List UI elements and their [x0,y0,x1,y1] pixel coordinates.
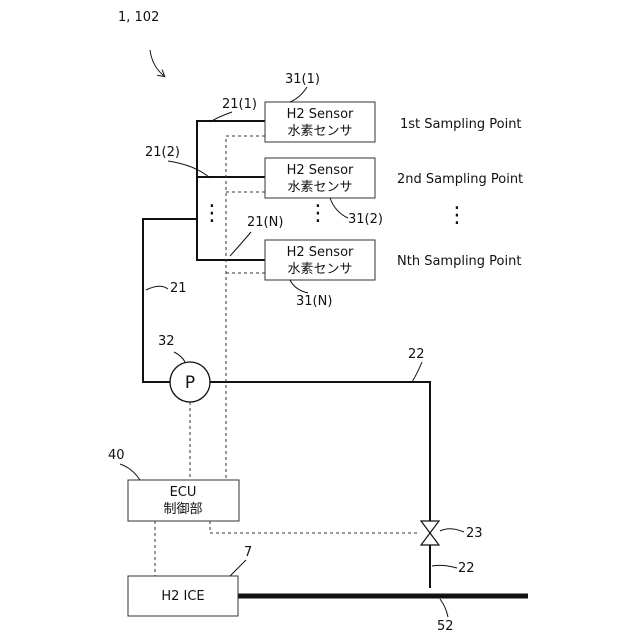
pump-ref: 32 [158,334,175,349]
sensor-n-label: H2 Sensor [287,245,354,260]
branch-2-ref: 21(2) [145,145,180,160]
sensor-1-label: H2 Sensor [287,107,354,122]
sensor-2-label: H2 Sensor [287,163,354,178]
outlet-pipe-ref-lower-leader [432,565,457,568]
outlet-pipe-ref-upper-leader [412,362,422,382]
valve: 23 [421,521,483,545]
valve-ref-leader [440,529,464,532]
sensor-n-ref: 31(N) [296,294,332,309]
pump-symbol: P [185,373,195,393]
main-pipe-21 [143,219,197,382]
engine-ref: 7 [244,545,252,560]
sensor-1-ref-leader [290,87,307,102]
valve-lower-triangle [421,533,439,545]
ellipsis-branches: ⋮ [201,201,223,226]
ecu-label: ECU [170,485,197,500]
sampling-point-n-label: Nth Sampling Point [397,254,521,269]
sensor-2-ref-leader [330,198,348,218]
valve-signal-line [210,521,419,533]
sensor-1: H2 Sensor 水素センサ 31(1) 1st Sampling Point… [210,72,522,142]
branch-n-ref: 21(N) [247,215,283,230]
outlet-pipe-ref-upper: 22 [408,347,425,362]
engine-label: H2 ICE [161,589,204,604]
main-pipe-ref-leader [146,286,168,290]
ecu: ECU 制御部 40 [108,448,239,521]
sensor-signal-line [226,136,265,480]
valve-ref: 23 [466,526,483,541]
sampling-point-2-label: 2nd Sampling Point [397,172,523,187]
ecu-ref-leader [120,464,140,480]
ecu-ref: 40 [108,448,125,463]
sampling-point-1-label: 1st Sampling Point [400,117,522,132]
sensor-1-ref: 31(1) [285,72,320,87]
figure-ref-arrow [150,50,164,76]
ellipsis-sensors: ⋮ [307,201,329,226]
branch-pipes [197,121,265,260]
figure-ref-label: 1, 102 [118,10,159,25]
sensor-1-label-jp: 水素センサ [287,124,352,139]
valve-upper-triangle [421,521,439,533]
outlet-pipe-ref-lower: 22 [458,561,475,576]
engine: H2 ICE 7 [128,545,252,616]
branch-n-ref-leader [230,232,251,256]
ecu-label-jp: 制御部 [163,502,202,517]
exhaust-ref: 52 [437,619,454,634]
sensor-n-ref-leader [290,280,308,293]
engine-ref-leader [230,560,246,576]
outlet-pipe-22 [209,382,430,588]
sensor-2-label-jp: 水素センサ [287,180,352,195]
sensor-2-ref: 31(2) [348,212,383,227]
ellipsis-sampling-points: ⋮ [446,203,468,228]
pump: P 32 [158,334,210,402]
sensor-n: H2 Sensor 水素センサ 31(N) Nth Sampling Point… [230,215,521,309]
branch-1-ref: 21(1) [222,97,257,112]
main-pipe-ref: 21 [170,281,187,296]
sensor-n-label-jp: 水素センサ [287,262,352,277]
pump-ref-leader [174,352,185,362]
exhaust-ref-leader [440,599,448,617]
branch-2-ref-leader [168,161,210,178]
